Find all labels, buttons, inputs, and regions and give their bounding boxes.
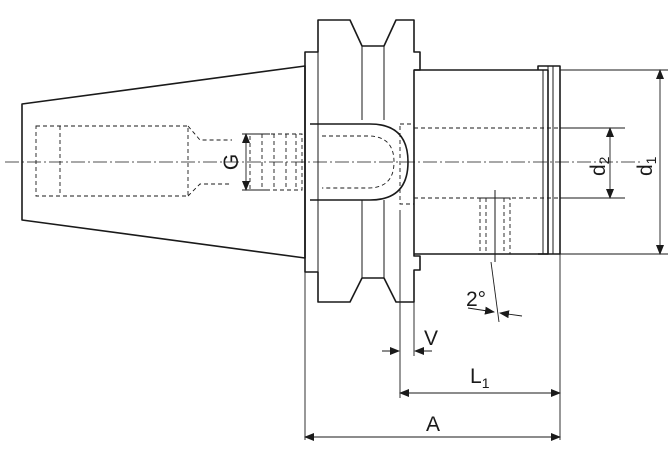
angle-label: 2° — [466, 288, 486, 311]
collet-pocket — [310, 123, 409, 201]
l1-label-sub: 1 — [482, 375, 490, 391]
hidden-thread — [249, 133, 303, 191]
d2-label: d2 — [587, 156, 612, 176]
a-label: A — [426, 413, 440, 436]
hidden-bore — [35, 125, 232, 197]
g-dimension — [242, 133, 270, 191]
d1-label-sub: 1 — [643, 156, 659, 164]
d1-dimension — [560, 69, 668, 255]
hidden-set-screw — [479, 190, 511, 262]
l1-label: L1 — [470, 365, 490, 391]
l1-label-main: L — [470, 365, 482, 388]
d2-dimension — [560, 127, 625, 199]
angle-dimension — [467, 261, 523, 323]
v-label: V — [424, 327, 438, 350]
hidden-slot — [399, 123, 415, 205]
d2-label-main: d — [587, 164, 610, 176]
d1-label-main: d — [634, 164, 657, 176]
g-label: G — [220, 154, 243, 170]
d1-label: d1 — [634, 156, 659, 176]
d2-label-sub: 2 — [596, 156, 612, 164]
pocket-inner — [322, 135, 395, 189]
body-front-step — [537, 65, 561, 255]
